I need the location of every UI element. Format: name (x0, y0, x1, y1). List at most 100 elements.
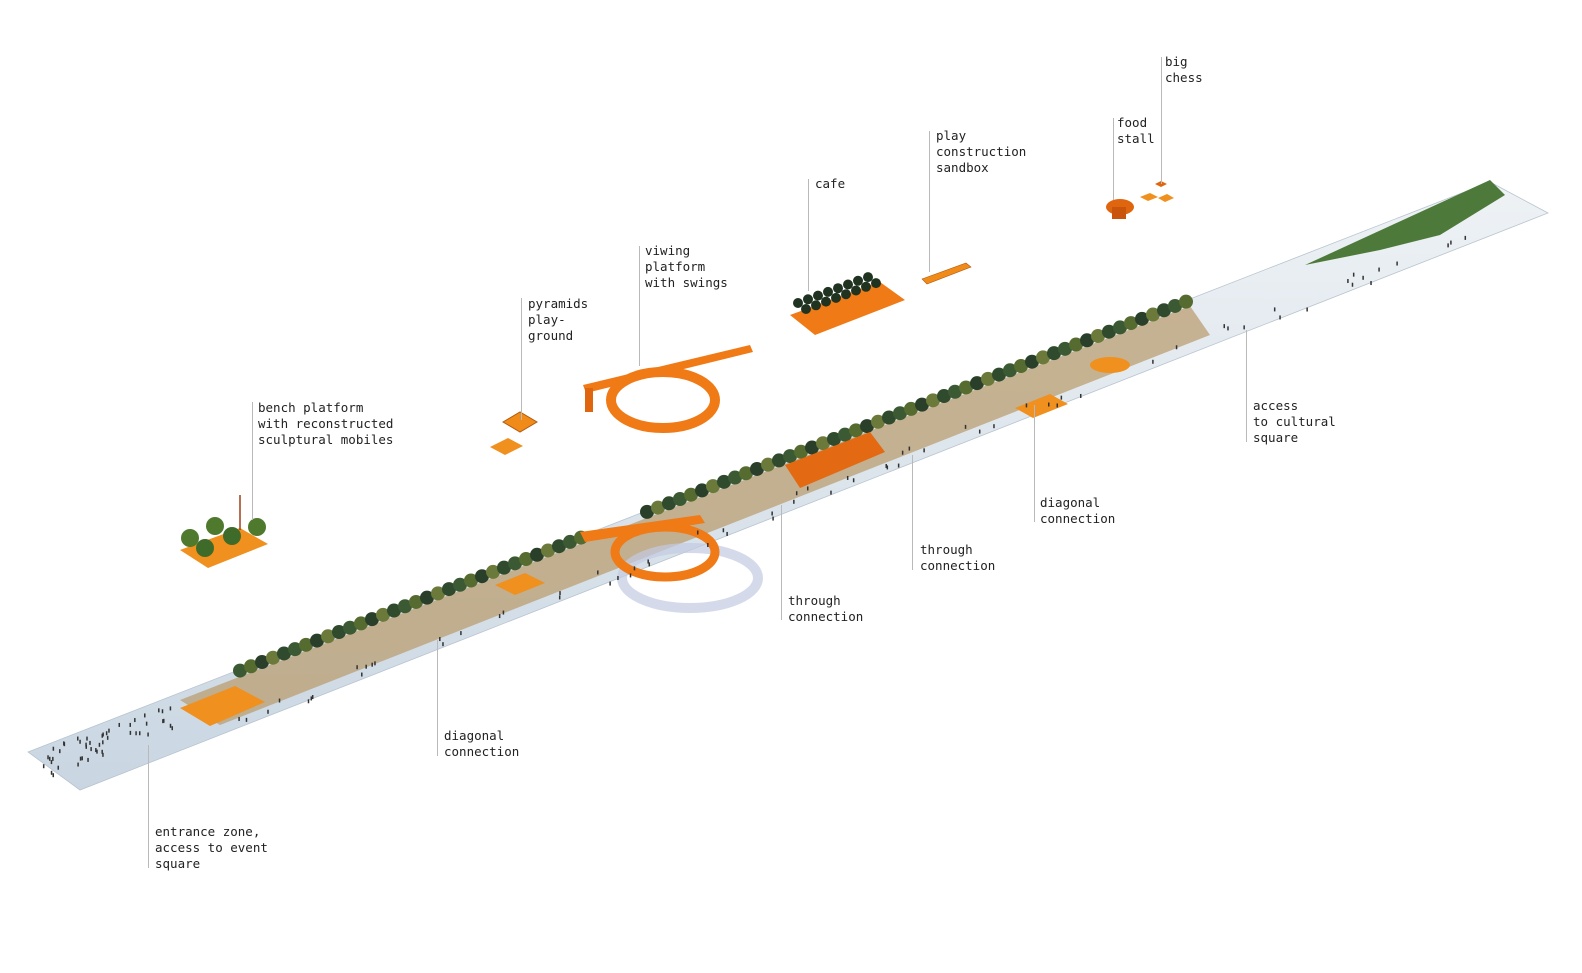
tree (1080, 333, 1094, 348)
diagonal-connection-pad (495, 573, 545, 595)
tree (750, 461, 764, 476)
tree (959, 380, 973, 395)
tree (1124, 316, 1138, 331)
tree (541, 543, 555, 558)
person (633, 566, 636, 571)
person (597, 570, 599, 575)
tree (464, 573, 478, 588)
person (87, 757, 89, 762)
person (1079, 393, 1082, 398)
tree (1003, 363, 1017, 378)
tree (772, 453, 786, 468)
people-scatter (42, 235, 1467, 778)
label-pyramids-playground: pyramids play- ground (528, 296, 589, 343)
tree (717, 474, 731, 489)
person (81, 756, 83, 761)
tree (552, 539, 566, 554)
person (158, 708, 160, 713)
tree (801, 304, 811, 314)
tree (926, 393, 940, 408)
person (89, 740, 91, 745)
person (964, 424, 967, 429)
tree (1025, 354, 1039, 369)
person (771, 511, 773, 516)
tree (948, 384, 962, 399)
leader-line (1113, 118, 1114, 200)
person (498, 614, 501, 619)
leader-line (437, 640, 438, 756)
tree (695, 483, 709, 498)
person (144, 713, 146, 718)
person (52, 773, 55, 778)
person (1243, 325, 1245, 330)
label-through-connection-right: through connection (920, 542, 996, 573)
person (1464, 235, 1467, 240)
person (795, 491, 798, 496)
tree (811, 300, 821, 311)
person (361, 672, 363, 677)
person (1048, 402, 1050, 407)
person (102, 732, 104, 737)
person (772, 516, 774, 521)
person (162, 719, 164, 724)
person (90, 747, 92, 752)
person (852, 478, 855, 483)
tree (651, 500, 665, 515)
tree (376, 607, 390, 622)
tree (332, 624, 346, 639)
person (145, 721, 148, 726)
tree (838, 427, 852, 442)
leader-line (148, 745, 149, 868)
tree (409, 594, 423, 609)
tree (816, 436, 830, 451)
tree (821, 296, 831, 307)
tree (684, 487, 698, 502)
tree (431, 586, 445, 601)
person (169, 706, 172, 711)
person (102, 752, 104, 757)
person (96, 749, 98, 754)
person (1152, 359, 1154, 364)
person (1362, 275, 1364, 280)
person (1351, 282, 1354, 287)
person (171, 726, 173, 731)
tree (871, 414, 885, 429)
person (806, 486, 809, 491)
leader-line (1161, 57, 1162, 184)
tree (233, 663, 247, 678)
tree (849, 423, 863, 438)
tree (255, 655, 269, 670)
person (726, 531, 728, 536)
tree (508, 556, 522, 571)
person (105, 731, 108, 736)
tree (1135, 311, 1149, 326)
person (311, 695, 314, 700)
leader-line (252, 402, 253, 520)
person (1450, 240, 1452, 245)
label-big-chess: big chess (1165, 54, 1203, 85)
tree (299, 637, 313, 652)
person (629, 573, 632, 578)
tree (813, 290, 823, 301)
person (374, 661, 376, 666)
label-viewing-platform: viwing platform with swings (645, 243, 728, 290)
tree (728, 470, 742, 485)
person (118, 722, 121, 727)
tree (843, 279, 853, 290)
tree (475, 569, 489, 584)
tree (563, 534, 577, 549)
person (1025, 403, 1028, 408)
person (365, 664, 367, 669)
label-access-cultural-square: access to cultural square (1253, 398, 1336, 445)
person (278, 698, 281, 703)
food-stall-object (1106, 199, 1134, 219)
leader-line (781, 505, 782, 620)
tree-band-ground (180, 306, 1210, 725)
tree (861, 281, 871, 292)
tree (783, 449, 797, 464)
person (310, 696, 313, 701)
person (707, 542, 709, 547)
leader-line (1246, 330, 1247, 442)
person (101, 733, 104, 738)
leader-line (521, 298, 522, 420)
